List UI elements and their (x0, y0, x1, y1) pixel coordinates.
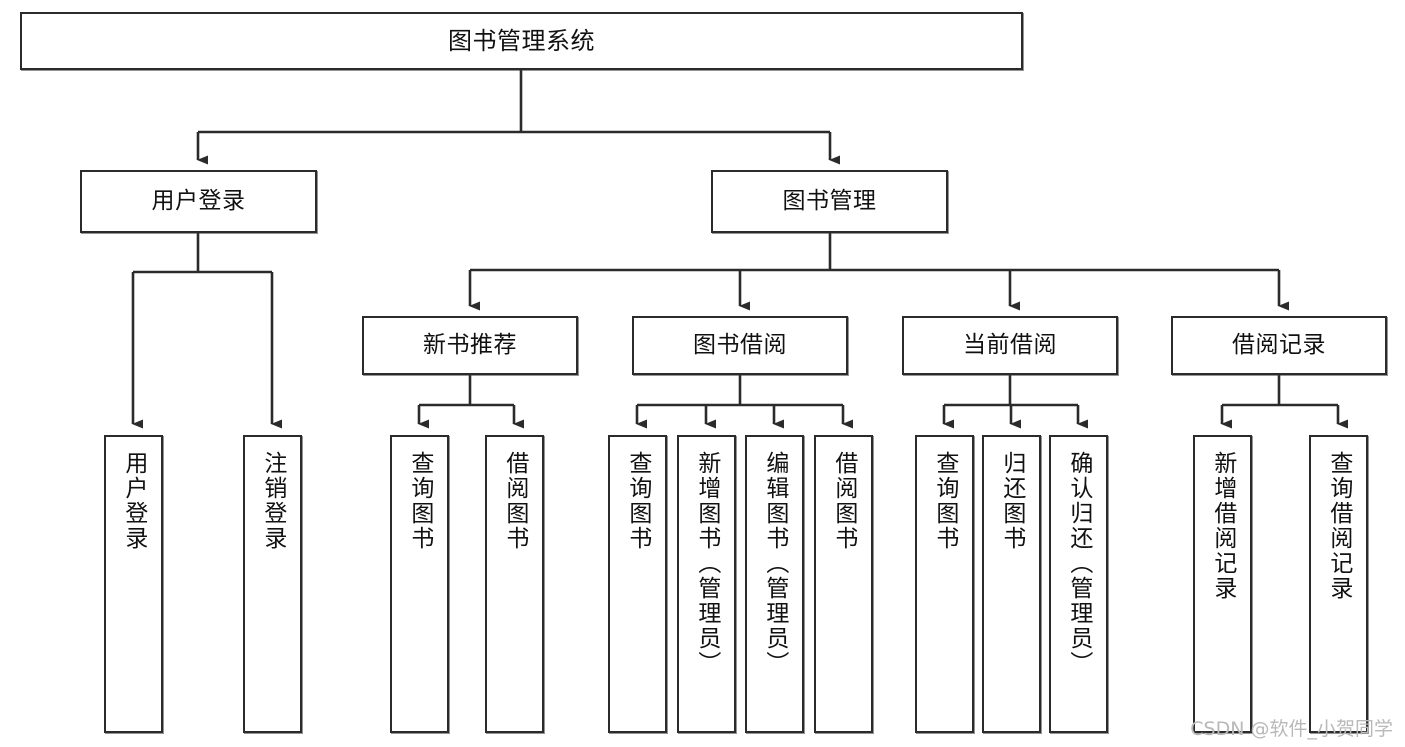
node-root-system-label: 图书管理系统 (448, 26, 595, 55)
node-book-management-label: 图书管理 (782, 187, 877, 214)
node-leaf-current-return-book[interactable]: 归还图书 (982, 435, 1041, 733)
node-leaf-current-confirm-return-label: 确认归还（管理员） (1065, 451, 1092, 676)
node-user-login[interactable]: 用户登录 (80, 170, 317, 233)
node-current-borrow[interactable]: 当前借阅 (902, 316, 1118, 375)
node-current-borrow-label: 当前借阅 (963, 331, 1057, 358)
node-leaf-current-confirm-return[interactable]: 确认归还（管理员） (1049, 435, 1108, 733)
node-leaf-user-login-signout-label: 注销登录 (259, 451, 286, 551)
node-leaf-record-add[interactable]: 新增借阅记录 (1193, 435, 1252, 733)
csdn-watermark: CSDN @软件_小贺同学 (1190, 718, 1393, 740)
node-leaf-borrow-query-book-label: 查询图书 (624, 451, 651, 551)
node-book-management[interactable]: 图书管理 (711, 170, 948, 233)
node-new-book-recommend[interactable]: 新书推荐 (362, 316, 578, 375)
node-leaf-borrow-edit-book[interactable]: 编辑图书（管理员） (745, 435, 804, 733)
node-leaf-borrow-add-book[interactable]: 新增图书（管理员） (677, 435, 736, 733)
node-leaf-user-login-signin-label: 用户登录 (120, 451, 147, 551)
node-root-system[interactable]: 图书管理系统 (20, 12, 1023, 70)
node-leaf-new-book-borrow[interactable]: 借阅图书 (485, 435, 544, 733)
node-leaf-record-query-label: 查询借阅记录 (1325, 451, 1352, 601)
node-leaf-record-query[interactable]: 查询借阅记录 (1309, 435, 1368, 733)
node-leaf-new-book-query-label: 查询图书 (406, 451, 433, 551)
node-leaf-borrow-borrow-book-label: 借阅图书 (830, 451, 857, 551)
node-leaf-current-query-book[interactable]: 查询图书 (915, 435, 974, 733)
node-leaf-record-add-label: 新增借阅记录 (1209, 451, 1236, 601)
node-leaf-current-query-book-label: 查询图书 (931, 451, 958, 551)
node-book-borrow-label: 图书借阅 (693, 331, 787, 358)
node-leaf-borrow-query-book[interactable]: 查询图书 (608, 435, 667, 733)
node-new-book-recommend-label: 新书推荐 (423, 331, 517, 358)
node-leaf-user-login-signin[interactable]: 用户登录 (104, 435, 163, 733)
node-leaf-borrow-add-book-label: 新增图书（管理员） (693, 451, 720, 676)
node-borrow-record-label: 借阅记录 (1232, 331, 1326, 358)
node-user-login-label: 用户登录 (151, 187, 246, 214)
node-leaf-borrow-edit-book-label: 编辑图书（管理员） (761, 451, 788, 676)
node-leaf-new-book-borrow-label: 借阅图书 (501, 451, 528, 551)
node-borrow-record[interactable]: 借阅记录 (1171, 316, 1387, 375)
node-leaf-borrow-borrow-book[interactable]: 借阅图书 (814, 435, 873, 733)
node-leaf-new-book-query[interactable]: 查询图书 (390, 435, 449, 733)
node-leaf-current-return-book-label: 归还图书 (998, 451, 1025, 551)
node-leaf-user-login-signout[interactable]: 注销登录 (243, 435, 302, 733)
node-book-borrow[interactable]: 图书借阅 (632, 316, 848, 375)
